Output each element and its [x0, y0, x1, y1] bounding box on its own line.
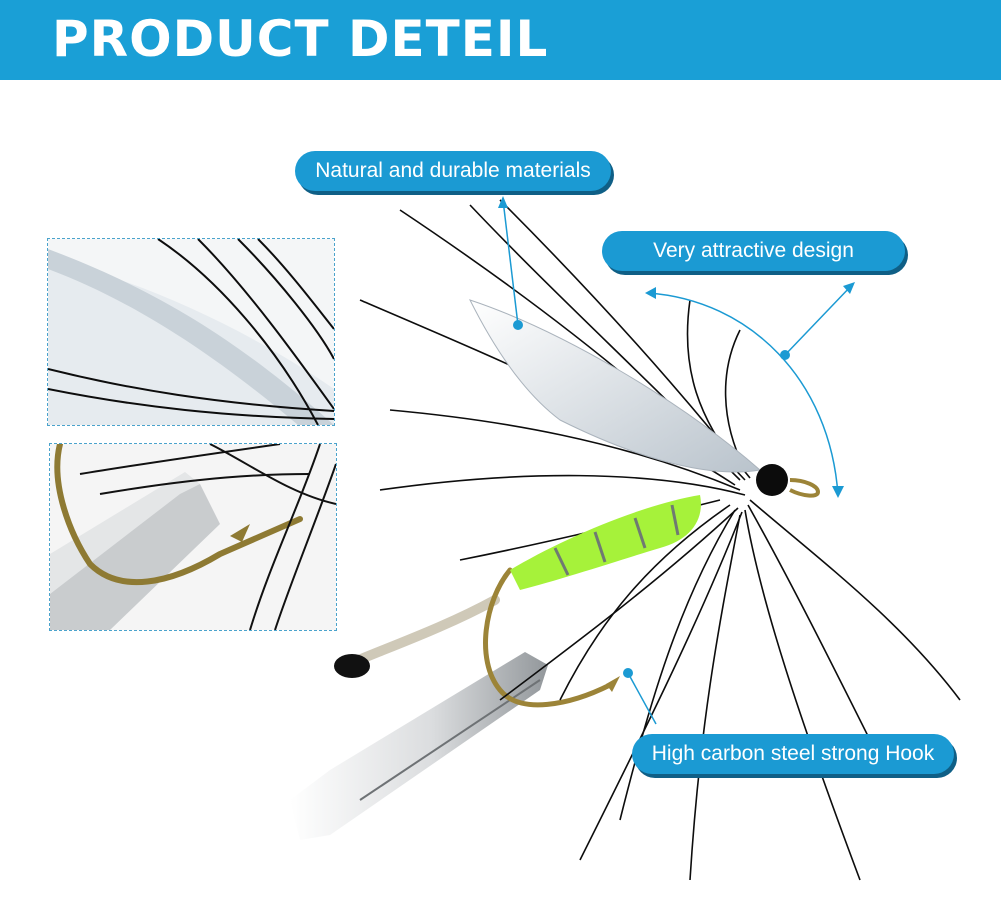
- feather-wing: [469, 299, 762, 473]
- callout-attractive-design: Very attractive design: [602, 231, 905, 271]
- detail-zoom-feather: [47, 238, 335, 426]
- fly-head: [756, 464, 788, 496]
- page-title: PRODUCT DETEIL: [52, 10, 549, 68]
- callout-strong-hook: High carbon steel strong Hook: [632, 734, 954, 774]
- detail-zoom-hook: [49, 443, 337, 631]
- fishing-hook: [483, 567, 613, 708]
- annotation-lines: [502, 199, 853, 725]
- callout-natural-materials: Natural and durable materials: [295, 151, 611, 191]
- header-banner: PRODUCT DETEIL: [0, 0, 1001, 80]
- chartreuse-body: [510, 495, 701, 590]
- tweezers: [290, 652, 548, 840]
- fly-lure-illustration: [290, 196, 961, 881]
